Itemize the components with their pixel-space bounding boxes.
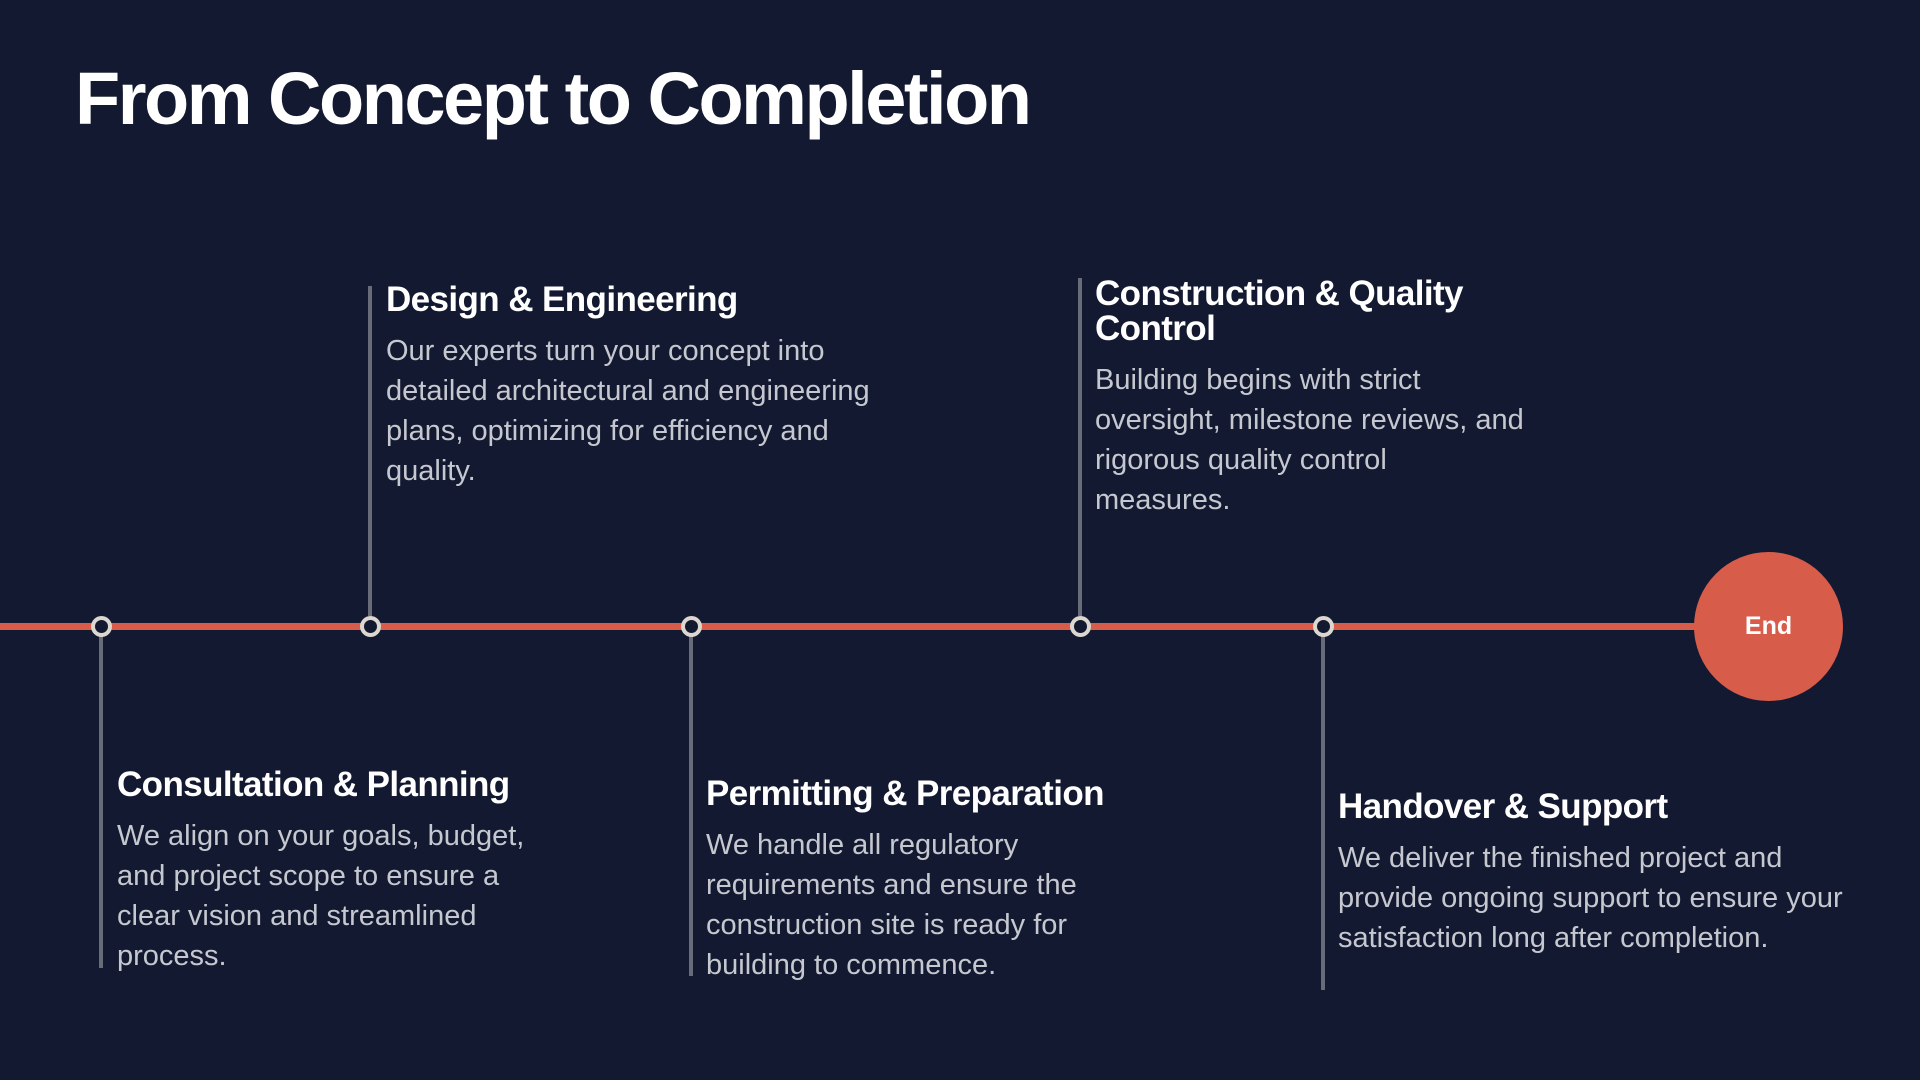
- step-2-connector: [368, 286, 372, 616]
- step-4-title: Construction & Quality Control: [1095, 274, 1464, 348]
- step-3-node: [681, 616, 702, 637]
- step-1-card: Consultation & Planning We align on your…: [117, 767, 557, 976]
- step-3-title: Permitting & Preparation: [706, 774, 1105, 813]
- step-3-card: Permitting & Preparation We handle all r…: [706, 776, 1146, 985]
- step-2-card: Design & Engineering Our experts turn yo…: [386, 282, 916, 491]
- end-marker: End: [1694, 552, 1843, 701]
- step-1-title: Consultation & Planning: [117, 765, 510, 804]
- step-3-description: We handle all regulatory requirements an…: [706, 829, 1077, 981]
- end-label: End: [1744, 612, 1793, 640]
- step-5-title: Handover & Support: [1338, 787, 1668, 826]
- step-1-description: We align on your goals, budget, and proj…: [117, 820, 525, 972]
- step-5-node: [1313, 616, 1334, 637]
- step-1-node: [91, 616, 112, 637]
- step-2-title: Design & Engineering: [386, 280, 738, 319]
- timeline-line: [0, 623, 1700, 630]
- step-4-description: Building begins with strict oversight, m…: [1095, 364, 1524, 516]
- step-4-node: [1070, 616, 1091, 637]
- step-2-description: Our experts turn your concept into detai…: [386, 335, 870, 487]
- step-3-connector: [689, 634, 693, 976]
- step-4-connector: [1078, 278, 1082, 616]
- step-4-card: Construction & Quality Control Building …: [1095, 276, 1525, 520]
- step-5-card: Handover & Support We deliver the finish…: [1338, 789, 1858, 958]
- step-2-node: [360, 616, 381, 637]
- step-5-description: We deliver the finished project and prov…: [1338, 842, 1843, 954]
- step-5-connector: [1321, 634, 1325, 990]
- slide-title: From Concept to Completion: [75, 57, 1032, 140]
- step-1-connector: [99, 634, 103, 968]
